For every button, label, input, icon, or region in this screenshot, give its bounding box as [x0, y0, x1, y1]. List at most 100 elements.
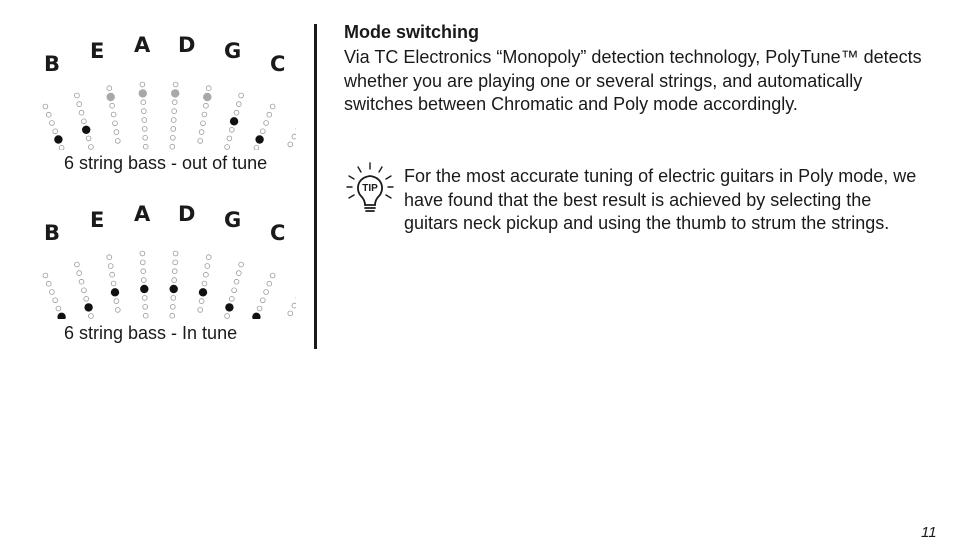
led-off — [140, 259, 146, 266]
led-off — [236, 101, 242, 107]
led-off — [201, 111, 208, 118]
led-off — [260, 128, 266, 135]
led-off — [85, 135, 92, 142]
tip-icon-label: TIP — [362, 183, 378, 194]
led-lit — [169, 284, 178, 294]
led-lit — [198, 288, 208, 297]
page-number: 11 — [921, 524, 937, 541]
led-off — [109, 102, 115, 109]
led-off — [287, 310, 294, 317]
led-off — [141, 117, 148, 123]
led-dim — [203, 92, 212, 102]
led-off — [263, 120, 269, 126]
led-off — [141, 277, 147, 283]
led-off — [253, 145, 260, 150]
led-off — [81, 287, 87, 294]
column-divider — [314, 24, 317, 349]
led-off — [233, 278, 240, 285]
led-lit — [110, 288, 120, 297]
led-off — [142, 312, 149, 319]
tuner-display-out-of-tune: B E A D G C — [38, 30, 296, 150]
led-off — [139, 250, 146, 257]
led-dim — [106, 92, 115, 102]
led-off — [197, 138, 204, 144]
led-off — [106, 85, 113, 91]
led-off — [76, 270, 82, 276]
led-off — [113, 298, 120, 304]
led-off — [205, 254, 212, 260]
note-letter: G — [224, 208, 241, 232]
led-off — [109, 271, 115, 278]
led-off — [140, 99, 147, 105]
led-off — [172, 250, 179, 257]
led-off — [115, 307, 121, 313]
led-off — [142, 143, 149, 150]
led-off — [110, 280, 117, 287]
led-off — [42, 103, 49, 110]
led-off — [141, 295, 148, 301]
led-lit — [252, 312, 261, 319]
led-off — [74, 92, 80, 99]
led-off — [88, 313, 94, 319]
note-letter: A — [134, 202, 151, 226]
led-off — [229, 296, 235, 302]
led-off — [203, 271, 209, 278]
led-off — [55, 305, 62, 312]
led-off — [198, 129, 205, 135]
led-off — [169, 312, 176, 319]
led-off — [197, 307, 204, 313]
led-off — [170, 117, 177, 123]
tip-text: For the most accurate tuning of electric… — [404, 166, 917, 234]
led-off — [83, 296, 89, 302]
led-off — [81, 118, 87, 125]
led-off — [229, 127, 235, 133]
led-off — [171, 99, 178, 105]
led-off — [198, 298, 205, 304]
led-lit — [54, 135, 63, 144]
led-off — [269, 272, 276, 279]
section-body: Via TC Electronics “Monopoly” detection … — [344, 47, 922, 115]
led-off — [45, 280, 52, 287]
led-off — [76, 101, 82, 107]
led-off — [52, 128, 59, 135]
led-off — [233, 109, 240, 116]
note-letter: E — [90, 39, 104, 63]
note-letter: D — [178, 202, 195, 226]
led-off — [256, 305, 263, 312]
led-off — [171, 108, 178, 114]
section-heading: Mode switching — [344, 22, 479, 42]
note-letter: E — [90, 208, 104, 232]
led-off — [170, 295, 177, 301]
led-off — [238, 261, 244, 268]
led-off — [169, 143, 176, 150]
note-letter: B — [44, 52, 60, 76]
led-off — [266, 280, 273, 287]
led-off — [110, 111, 117, 118]
led-lit — [229, 117, 239, 126]
led-off — [260, 297, 266, 304]
led-off — [113, 129, 120, 135]
led-dim — [138, 89, 147, 98]
led-off — [88, 144, 94, 150]
led-off — [141, 126, 148, 132]
led-off — [142, 304, 148, 310]
led-off — [291, 302, 296, 309]
led-lit — [84, 303, 93, 312]
note-letter: A — [134, 33, 151, 57]
led-off — [171, 277, 178, 283]
led-off — [266, 111, 273, 118]
led-off — [291, 133, 296, 140]
note-letter: G — [224, 39, 241, 63]
tuner-led-diagram: B E A D G C — [42, 33, 296, 150]
led-off — [52, 297, 59, 304]
note-letter: C — [270, 52, 285, 76]
led-off — [238, 92, 244, 99]
led-off — [139, 81, 146, 88]
led-off — [224, 313, 230, 319]
note-letter: D — [178, 33, 195, 57]
led-dim — [171, 89, 180, 98]
led-off — [170, 304, 176, 310]
led-lit — [57, 312, 66, 319]
led-off — [172, 259, 179, 266]
led-off — [287, 141, 294, 148]
